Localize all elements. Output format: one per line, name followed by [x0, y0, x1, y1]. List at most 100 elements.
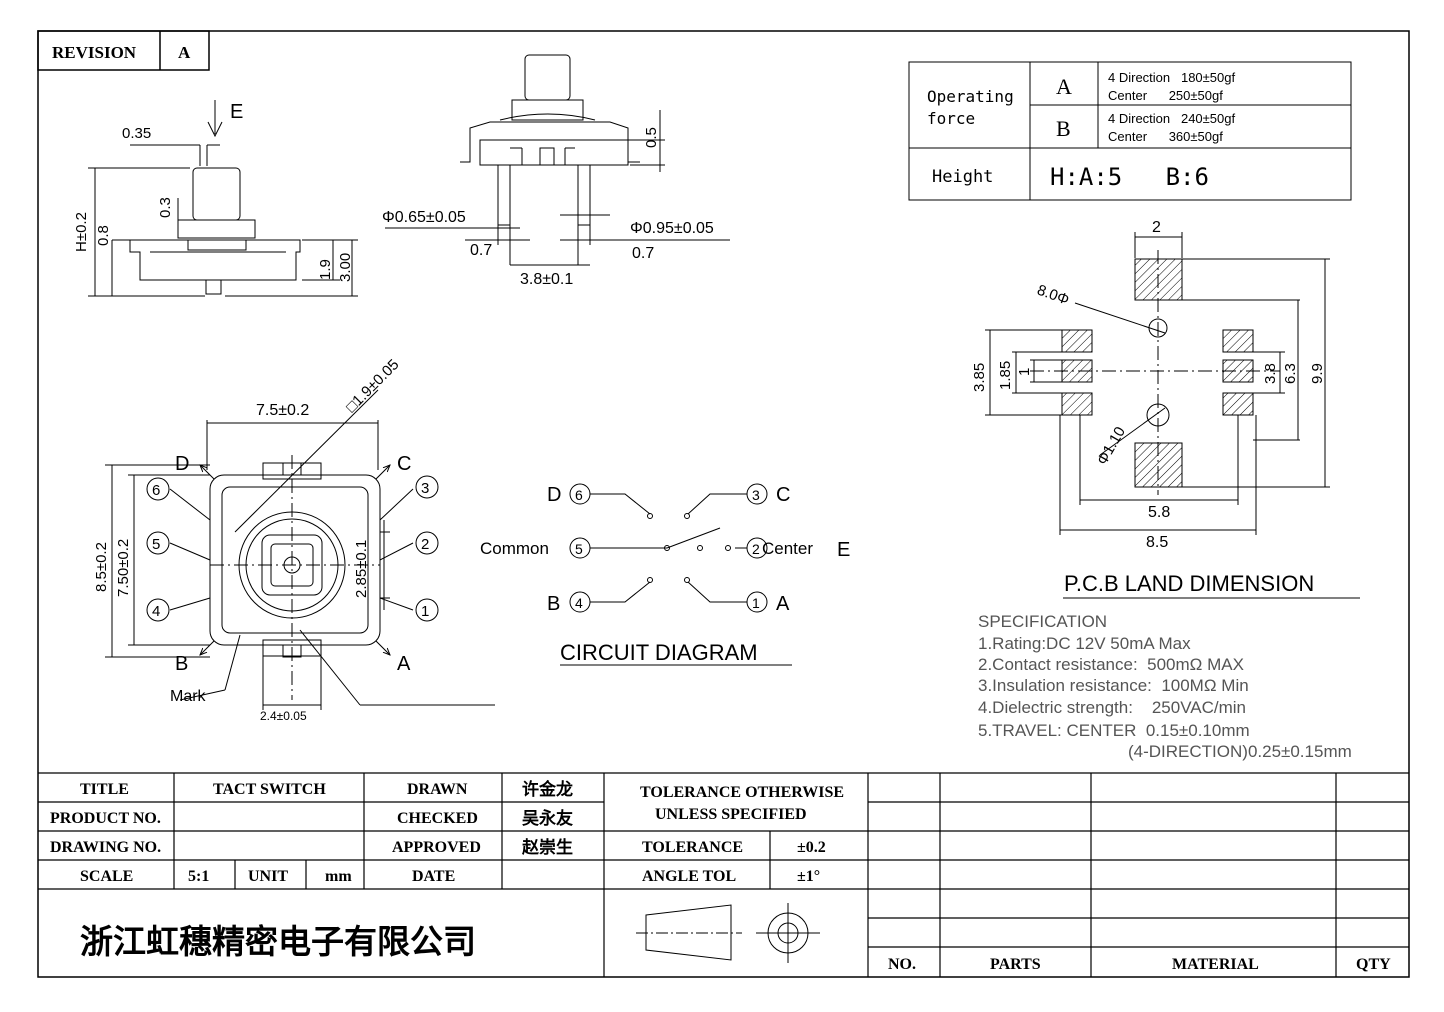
circuit-a-letter: A — [776, 593, 790, 615]
pcb-dim-385: 3.85 — [971, 363, 988, 392]
spec-heading: SPECIFICATION — [978, 612, 1107, 631]
pcb-dim-1: 1 — [1016, 368, 1033, 376]
top-dim-85: 8.5±0.2 — [93, 542, 110, 592]
top-dim-750: 7.50±0.2 — [115, 539, 132, 597]
front-dim-38: 3.8±0.1 — [520, 271, 573, 288]
circuit-d-letter: D — [547, 484, 561, 506]
spec-line-6: (4-DIRECTION)0.25±0.15mm — [1128, 742, 1352, 761]
circuit-d-num: 6 — [575, 487, 583, 503]
top-pin-1: 1 — [421, 603, 429, 620]
specification-block: SPECIFICATION 1.Rating:DC 12V 50mA Max 2… — [978, 612, 1352, 761]
side-dim-08: 0.8 — [95, 225, 112, 246]
top-view — [105, 389, 495, 710]
top-pin-4: 4 — [152, 603, 160, 620]
tb-product-label: PRODUCT NO. — [50, 810, 161, 827]
side-dim-h: H±0.2 — [73, 212, 90, 252]
projection-symbol — [636, 903, 820, 963]
tb-scale-value: 5:1 — [188, 868, 209, 885]
pcb-land — [985, 232, 1360, 599]
title-block-grid — [38, 772, 1409, 977]
tb-drawing-label: DRAWING NO. — [50, 839, 161, 856]
top-dim-75: 7.5±0.2 — [256, 402, 309, 419]
circuit-e-label: E — [837, 539, 850, 561]
top-dir-b: B — [175, 653, 188, 675]
tb-drawn-value: 许金龙 — [522, 779, 573, 800]
side-dim-035: 0.35 — [122, 125, 151, 142]
operating-force-label-1: Operating — [927, 87, 1014, 106]
tb-date-label: DATE — [412, 868, 455, 885]
parts-header-qty: QTY — [1356, 956, 1391, 973]
tb-tolerance-value: ±0.2 — [797, 839, 826, 856]
pcb-dim-185: 1.85 — [997, 361, 1014, 390]
top-dir-a: A — [397, 653, 411, 675]
pcb-dim-38: 3.8 — [1262, 363, 1279, 384]
parts-header-parts: PARTS — [990, 956, 1041, 973]
revision-value: A — [178, 43, 191, 62]
drawing-frame — [37, 30, 1410, 978]
pcb-dim-99: 9.9 — [1309, 363, 1326, 384]
height-label: Height — [932, 167, 993, 187]
parts-header-material: MATERIAL — [1172, 956, 1259, 973]
circuit-center-num: 2 — [752, 541, 760, 557]
revision-box: REVISION A — [37, 30, 210, 71]
op-row-b-line2: Center 360±50gf — [1108, 129, 1223, 144]
top-dim-19: □1.9±0.05 — [343, 356, 403, 416]
circuit-c-letter: C — [776, 484, 790, 506]
circuit-c-num: 3 — [752, 487, 760, 503]
tb-drawn-label: DRAWN — [407, 781, 468, 798]
tb-tolerance-label: TOLERANCE — [642, 839, 743, 856]
tb-angle-value: ±1° — [797, 868, 820, 885]
front-view — [385, 54, 730, 266]
pcb-dim-85: 8.5 — [1146, 534, 1168, 551]
parts-header-no: NO. — [888, 956, 916, 973]
top-pin-2: 2 — [421, 536, 429, 553]
op-row-a-key: A — [1056, 74, 1072, 99]
pcb-dim-63: 6.3 — [1282, 363, 1299, 384]
tb-approved-value: 赵崇生 — [521, 837, 573, 858]
tb-angle-label: ANGLE TOL — [642, 868, 736, 885]
pcb-dim-phi08: Φ0.8 — [1035, 282, 1072, 309]
top-pin-3: 3 — [421, 480, 429, 497]
tb-title-label: TITLE — [80, 781, 129, 798]
tb-tol-heading-1: TOLERANCE OTHERWISE — [640, 784, 844, 801]
tb-scale-label: SCALE — [80, 868, 133, 885]
side-arrow-label: E — [230, 101, 243, 123]
side-dim-19: 1.9 — [317, 259, 334, 280]
top-dir-c: C — [397, 453, 411, 475]
operating-force-label-2: force — [927, 109, 975, 128]
top-dim-285: 2.85±0.1 — [353, 540, 370, 598]
top-pin-5: 5 — [152, 536, 160, 553]
front-dim-07a: 0.7 — [470, 242, 492, 259]
spec-line-2: 2.Contact resistance: 500mΩ MAX — [978, 655, 1244, 674]
front-dim-065: Φ0.65±0.05 — [382, 209, 466, 226]
spec-line-4: 4.Dielectric strength: 250VAC/min — [978, 698, 1246, 717]
tb-company: 浙江虹穗精密电子有限公司 — [80, 922, 476, 961]
pcb-dim-phi110: Φ1.10 — [1094, 424, 1129, 468]
op-row-a-line2: Center 250±50gf — [1108, 88, 1223, 103]
tb-checked-label: CHECKED — [397, 810, 478, 827]
tb-checked-value: 吴永友 — [522, 808, 573, 829]
circuit-diagram — [560, 483, 792, 666]
circuit-b-num: 4 — [575, 595, 583, 611]
front-dim-05: 0.5 — [643, 127, 660, 148]
pcb-dim-58: 5.8 — [1148, 504, 1170, 521]
side-dim-03: 0.3 — [157, 197, 174, 218]
circuit-common-label: Common — [480, 539, 549, 558]
spec-line-1: 1.Rating:DC 12V 50mA Max — [978, 634, 1191, 653]
height-value: H:A:5 B:6 — [1050, 163, 1209, 191]
pcb-dim-2: 2 — [1152, 219, 1161, 236]
top-dim-24: 2.4±0.05 — [260, 709, 307, 723]
side-view — [88, 100, 358, 297]
circuit-title: CIRCUIT DIAGRAM — [560, 640, 758, 665]
tb-unit-value: mm — [325, 868, 352, 885]
tb-title-value: TACT SWITCH — [213, 781, 326, 798]
top-mark-label: Mark — [170, 688, 207, 705]
front-dim-095: Φ0.95±0.05 — [630, 220, 714, 237]
pcb-title: P.C.B LAND DIMENSION — [1064, 571, 1314, 596]
op-row-a-line1: 4 Direction 180±50gf — [1108, 70, 1235, 85]
circuit-a-num: 1 — [752, 595, 760, 611]
circuit-b-letter: B — [547, 593, 560, 615]
operating-force-table — [908, 61, 1352, 201]
top-dir-d: D — [175, 453, 189, 475]
